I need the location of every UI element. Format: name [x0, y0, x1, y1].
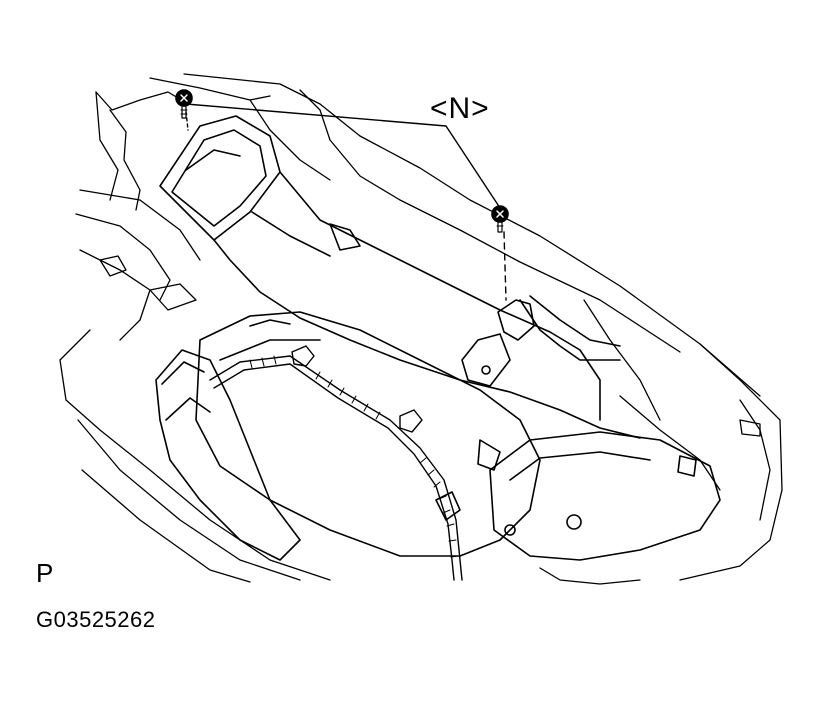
figure-id: G03525262 — [36, 607, 156, 632]
intake-duct — [159, 115, 641, 439]
view-label: P — [36, 558, 55, 588]
duct-bracket — [461, 295, 621, 387]
bolt-icon — [175, 89, 193, 119]
mount-bracket — [489, 431, 721, 561]
fastener-callout: <N> — [430, 92, 490, 125]
resonator — [195, 311, 541, 557]
bolt-icon — [491, 205, 509, 233]
inlet-duct — [155, 349, 301, 561]
wire-harness — [209, 345, 463, 581]
body-panel-lines — [59, 73, 783, 585]
leader-lines — [185, 103, 507, 301]
